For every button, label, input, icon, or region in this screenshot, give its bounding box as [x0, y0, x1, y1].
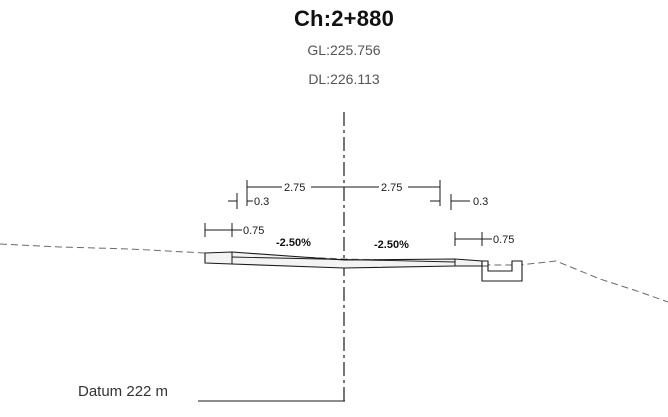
pavement-inner-line	[231, 256, 456, 263]
left-slope-label: -2.50%	[276, 237, 311, 249]
ground-level-label: GL:225.756	[307, 42, 381, 58]
right-shoulder-dim: 0.75	[493, 234, 514, 246]
left-offset-dim: 0.3	[254, 196, 269, 208]
datum-label: Datum 222 m	[78, 383, 168, 400]
existing-ground-line	[0, 243, 668, 303]
side-drain	[481, 260, 523, 282]
design-level-label: DL:226.113	[308, 71, 380, 87]
right-offset-dim: 0.3	[473, 196, 488, 208]
chainage-title: Ch:2+880	[293, 6, 395, 31]
pavement-layer	[204, 251, 483, 269]
right-slope-label: -2.50%	[374, 239, 409, 251]
left-carriageway-dim: 2.75	[284, 182, 305, 194]
left-shoulder-dim: 0.75	[243, 225, 264, 237]
right-carriageway-dim: 2.75	[381, 182, 402, 194]
